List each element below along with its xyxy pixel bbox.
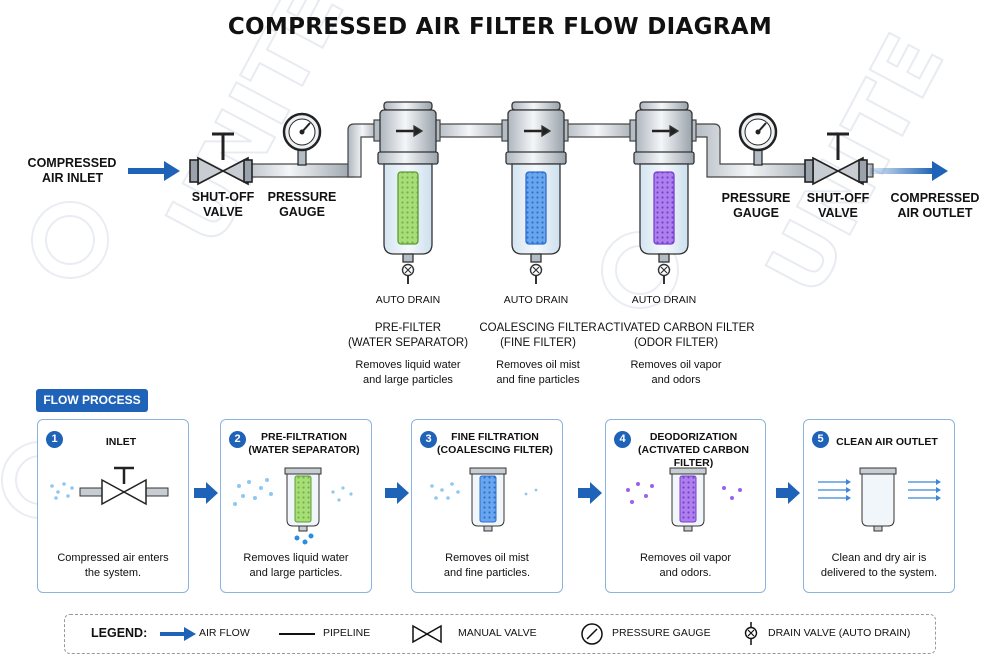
- step-title: PRE-FILTRATION(WATER SEPARATOR): [248, 431, 360, 456]
- auto-drain-label: AUTO DRAIN: [631, 294, 697, 306]
- auto-drain-label: AUTO DRAIN: [503, 294, 569, 306]
- step-number: 1: [46, 431, 63, 448]
- legend-drain-valve: DRAIN VALVE (AUTO DRAIN): [768, 627, 911, 639]
- pre-filter-name: PRE-FILTER(WATER SEPARATOR): [347, 322, 469, 349]
- pipeline-line-icon: [279, 633, 315, 635]
- inlet-arrow: [128, 161, 180, 181]
- flow-process-badge: FLOW PROCESS: [36, 389, 148, 412]
- carbon-filter-name: ACTIVATED CARBON FILTER(ODOR FILTER): [597, 322, 755, 349]
- step-number: 2: [229, 431, 246, 448]
- legend: LEGEND: AIR FLOW PIPELINE MANUAL VALVE P…: [64, 614, 936, 654]
- air-flow-arrow-icon: [160, 627, 196, 641]
- shut-off-valve-icon[interactable]: [189, 132, 253, 186]
- clean-air-icon: [818, 467, 941, 532]
- pre-filter-icon: [233, 467, 353, 545]
- step-title: DEODORIZATION(ACTIVATED CARBON FILTER): [637, 431, 750, 469]
- step-title: FINE FILTRATION(COALESCING FILTER): [437, 431, 553, 456]
- pre-filter-housing: [377, 101, 439, 284]
- step-card-fine-filtration: 3 FINE FILTRATION(COALESCING FILTER) Rem…: [411, 419, 563, 593]
- coalescing-filter-housing: [505, 101, 567, 284]
- inlet-valve-icon: [50, 466, 169, 506]
- step-number: 3: [420, 431, 437, 448]
- outlet-arrow: [870, 161, 948, 181]
- auto-drain-label: AUTO DRAIN: [375, 294, 441, 306]
- schematic: [128, 101, 948, 284]
- step-number: 4: [614, 431, 631, 448]
- legend-pressure-gauge: PRESSURE GAUGE: [612, 627, 711, 639]
- pressure-gauge-icon: [738, 112, 778, 166]
- pressure-gauge-icon: [581, 623, 603, 645]
- legend-pipeline: PIPELINE: [323, 627, 371, 639]
- pressure-gauge-icon: [282, 112, 322, 166]
- legend-air-flow: AIR FLOW: [199, 627, 250, 639]
- step-arrow-icon: [194, 482, 218, 504]
- manual-valve-icon: [412, 624, 442, 644]
- step-number: 5: [812, 431, 829, 448]
- step-title: INLET: [105, 436, 137, 448]
- page-title: COMPRESSED AIR FILTER FLOW DIAGRAM: [227, 14, 773, 40]
- shut-off-valve-icon[interactable]: [804, 132, 868, 186]
- step-title: CLEAN AIR OUTLET: [836, 436, 938, 448]
- legend-manual-valve: MANUAL VALVE: [458, 627, 537, 639]
- drain-valve-icon: [744, 622, 758, 645]
- carbon-filter-housing: [633, 101, 695, 284]
- legend-title: LEGEND:: [91, 626, 148, 640]
- step-arrow-icon: [385, 482, 409, 504]
- coalescing-filter-name: COALESCING FILTER(FINE FILTER): [479, 322, 597, 349]
- step-arrow-icon: [578, 482, 602, 504]
- step-card-deodorization: 4 DEODORIZATION(ACTIVATED CARBON FILTER)…: [605, 419, 766, 593]
- step-arrow-icon: [776, 482, 800, 504]
- carbon-filter-icon: [626, 467, 742, 532]
- coalescing-filter-icon: [430, 467, 538, 532]
- step-card-pre-filtration: 2 PRE-FILTRATION(WATER SEPARATOR) Remove…: [220, 419, 372, 593]
